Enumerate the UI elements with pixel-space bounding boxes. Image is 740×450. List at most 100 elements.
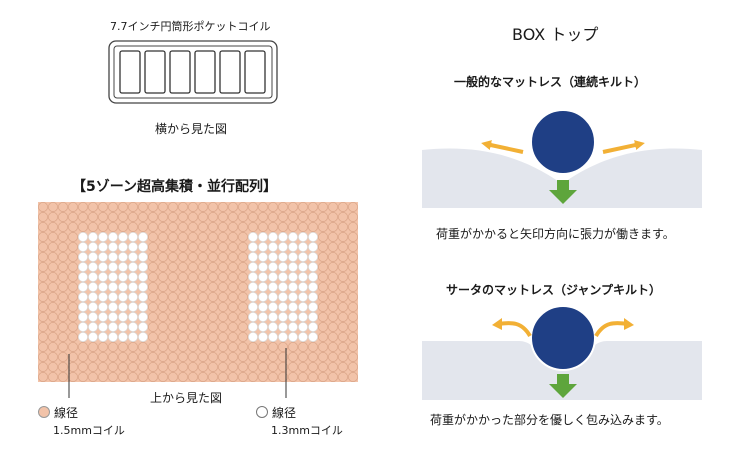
coil-1-3mm xyxy=(258,252,268,262)
coil-1-5mm xyxy=(338,282,348,292)
coil-1-5mm xyxy=(318,222,328,232)
coil-1-5mm xyxy=(148,372,158,382)
coil-1-5mm xyxy=(198,252,208,262)
coil-1-5mm xyxy=(48,292,58,302)
coil-1-3mm xyxy=(278,292,288,302)
coil-1-5mm xyxy=(288,362,298,372)
saatva-mattress-heading: サータのマットレス（ジャンプキルト） xyxy=(446,283,662,297)
coil-1-5mm xyxy=(328,302,338,312)
coil-1-3mm xyxy=(98,292,108,302)
coil-1-5mm xyxy=(158,272,168,282)
coil-1-5mm xyxy=(38,212,48,222)
coil-1-5mm xyxy=(128,202,138,212)
coil-1-3mm xyxy=(288,262,298,272)
coil-1-5mm xyxy=(268,202,278,212)
coil-1-3mm xyxy=(98,282,108,292)
coil-1-5mm xyxy=(218,312,228,322)
coil-1-5mm xyxy=(38,262,48,272)
coil-1-5mm xyxy=(178,272,188,282)
coil-1-5mm xyxy=(188,222,198,232)
coil-1-5mm xyxy=(198,332,208,342)
coil-1-5mm xyxy=(238,352,248,362)
coil-1-5mm xyxy=(68,362,78,372)
coil-1-5mm xyxy=(48,222,58,232)
coil-1-3mm xyxy=(138,252,148,262)
coil-1-5mm xyxy=(318,212,328,222)
coil-1-5mm xyxy=(68,372,78,382)
coil-1-5mm xyxy=(278,362,288,372)
coil-1-5mm xyxy=(208,312,218,322)
coil-1-5mm xyxy=(178,342,188,352)
coil-1-3mm xyxy=(78,292,88,302)
coil-1-5mm xyxy=(98,362,108,372)
coil-1-5mm xyxy=(258,202,268,212)
coil-1-3mm xyxy=(298,282,308,292)
coil-1-3mm xyxy=(118,242,128,252)
coil-1-3mm xyxy=(128,232,138,242)
coil-1-5mm xyxy=(138,352,148,362)
normal-mattress-diagram xyxy=(422,109,702,208)
coil-1-5mm xyxy=(38,322,48,332)
coil-1-5mm xyxy=(168,242,178,252)
coil-1-5mm xyxy=(68,352,78,362)
coil-1-5mm xyxy=(178,232,188,242)
coil-1-5mm xyxy=(278,222,288,232)
coil-1-5mm xyxy=(68,232,78,242)
coil-1-5mm xyxy=(318,322,328,332)
coil-1-5mm xyxy=(328,362,338,372)
coil-1-5mm xyxy=(178,372,188,382)
coil-1-5mm xyxy=(338,352,348,362)
coil-1-3mm xyxy=(98,232,108,242)
coil-1-5mm xyxy=(248,222,258,232)
coil-1-3mm xyxy=(278,282,288,292)
coil-1-5mm xyxy=(238,362,248,372)
coil-1-5mm xyxy=(108,212,118,222)
coil-1-5mm xyxy=(178,212,188,222)
coil-1-3mm xyxy=(78,232,88,242)
coil-1-5mm xyxy=(228,322,238,332)
coil-1-5mm xyxy=(338,212,348,222)
coil-1-3mm xyxy=(298,252,308,262)
coil-1-5mm xyxy=(238,312,248,322)
coil-1-5mm xyxy=(68,332,78,342)
coil-1-3mm xyxy=(258,232,268,242)
coil-1-5mm xyxy=(208,322,218,332)
coil-1-3mm xyxy=(258,282,268,292)
box-top-title: BOX トップ xyxy=(512,25,599,44)
coil-1-5mm xyxy=(198,242,208,252)
coil-1-5mm xyxy=(88,352,98,362)
coil-1-5mm xyxy=(328,372,338,382)
coil-1-5mm xyxy=(178,242,188,252)
coil-1-5mm xyxy=(348,272,358,282)
coil-1-5mm xyxy=(218,232,228,242)
coil-1-3mm xyxy=(248,232,258,242)
coil-1-5mm xyxy=(218,332,228,342)
coil-1-3mm xyxy=(308,332,318,342)
coil-1-5mm xyxy=(198,222,208,232)
coil-1-5mm xyxy=(298,222,308,232)
coil-1-5mm xyxy=(288,212,298,222)
coil-1-5mm xyxy=(48,212,58,222)
coil-1-3mm xyxy=(248,272,258,282)
coil-1-5mm xyxy=(148,362,158,372)
coil-1-5mm xyxy=(118,352,128,362)
coil-1-5mm xyxy=(198,342,208,352)
coil-1-5mm xyxy=(188,252,198,262)
coil-1-5mm xyxy=(328,342,338,352)
coil-1-5mm xyxy=(108,202,118,212)
coil-1-5mm xyxy=(348,262,358,272)
coil-1-5mm xyxy=(58,312,68,322)
coil-1-3mm xyxy=(118,262,128,272)
coil-1-5mm xyxy=(238,252,248,262)
coil-1-5mm xyxy=(318,312,328,322)
coil-1-5mm xyxy=(88,222,98,232)
coil-1-5mm xyxy=(228,242,238,252)
coil-1-5mm xyxy=(198,322,208,332)
coil-1-5mm xyxy=(238,232,248,242)
coil-1-5mm xyxy=(198,292,208,302)
coil-1-3mm xyxy=(268,322,278,332)
coil-1-3mm xyxy=(138,242,148,252)
coil-1-5mm xyxy=(48,302,58,312)
coil-1-5mm xyxy=(188,302,198,312)
coil-1-5mm xyxy=(138,222,148,232)
